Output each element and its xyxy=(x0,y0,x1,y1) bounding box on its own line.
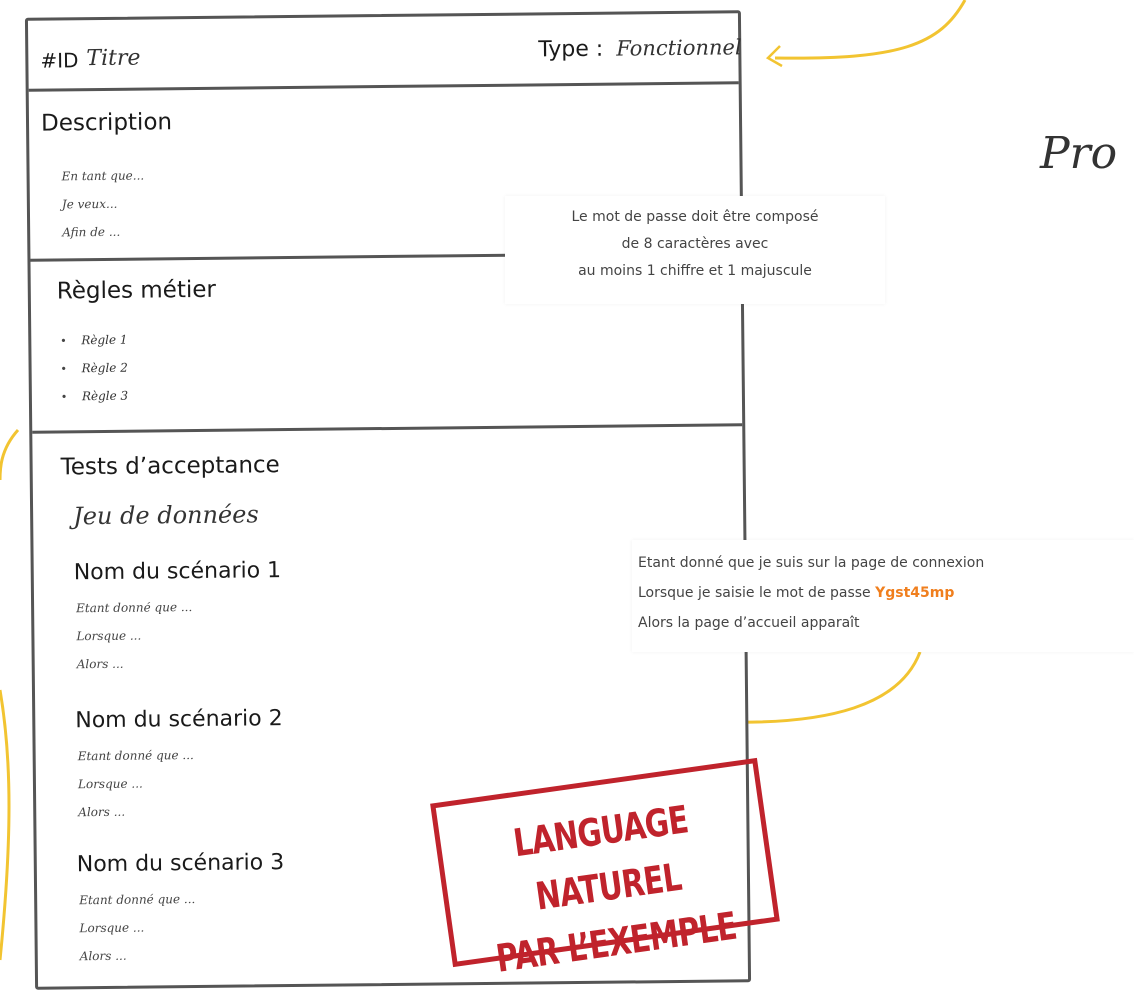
description-lines: En tant que... Je veux... Afin de ... xyxy=(61,162,145,247)
scenario-2-name: Nom du scénario 2 xyxy=(75,706,283,734)
partial-heading: Pro xyxy=(1040,128,1118,179)
list-item: •Règle 1 xyxy=(61,332,128,348)
scenario-step: Lorsque ... xyxy=(77,776,143,792)
rule-text: Règle 3 xyxy=(81,388,129,404)
scenario-3-steps: Etant donné que ... Lorsque ... Alors ..… xyxy=(79,885,196,970)
scenario-step: Etant donné que ... xyxy=(76,600,193,616)
left-edge-arrow xyxy=(0,428,20,481)
rule-text: Règle 2 xyxy=(81,360,128,376)
card-type-label: Type : xyxy=(538,36,604,63)
scenario-step: Alors ... xyxy=(76,656,124,672)
scenario-callout-then: Alors la page d’accueil apparaît xyxy=(638,615,860,631)
scenario-step: Lorsque ... xyxy=(79,920,145,936)
scenario-callout-when-text: Lorsque je saisie le mot de passe xyxy=(638,585,871,601)
scenario-step: Alors ... xyxy=(78,804,126,820)
description-line: Je veux... xyxy=(61,196,118,212)
card-title: Titre xyxy=(86,45,141,72)
scenario-callout-when: Lorsque je saisie le mot de passe Ygst45… xyxy=(638,578,1134,608)
divider-header xyxy=(28,81,739,92)
password-value: Ygst45mp xyxy=(875,585,955,601)
scenario-1-steps: Etant donné que ... Lorsque ... Alors ..… xyxy=(76,593,193,678)
scenario-step: Etant donné que ... xyxy=(77,748,194,764)
rule-text: Règle 1 xyxy=(81,332,128,348)
scenario-2-steps: Etant donné que ... Lorsque ... Alors ..… xyxy=(78,741,195,826)
rule-callout-line: de 8 caractères avec xyxy=(621,236,769,252)
card-id-label: #ID xyxy=(40,48,79,73)
scenario-1-name: Nom du scénario 1 xyxy=(73,558,282,586)
left-edge-arrow-2 xyxy=(0,689,11,961)
scenario-callout-given: Etant donné que je suis sur la page de c… xyxy=(638,555,985,571)
scenario-step: Lorsque ... xyxy=(76,628,142,644)
rule-callout-line: Le mot de passe doit être composé xyxy=(571,209,819,225)
type-arrowhead xyxy=(765,45,783,68)
business-rules-list: •Règle 1 •Règle 2 •Règle 3 xyxy=(61,326,128,411)
list-item: •Règle 2 xyxy=(61,360,128,376)
type-arrow xyxy=(774,0,967,60)
description-line: En tant que... xyxy=(61,168,145,184)
scenario-callout: Etant donné que je suis sur la page de c… xyxy=(632,540,1134,652)
divider-rules xyxy=(32,423,743,434)
card-type-value: Fonctionnel xyxy=(616,35,742,61)
acceptance-heading: Tests d’acceptance xyxy=(60,452,280,481)
rule-callout-line: au moins 1 chiffre et 1 majuscule xyxy=(578,263,812,279)
rule-callout: Le mot de passe doit être composé de 8 c… xyxy=(505,196,885,304)
business-rules-heading: Règles métier xyxy=(56,276,217,305)
scenario-step: Etant donné que ... xyxy=(79,892,196,908)
scenario-3-name: Nom du scénario 3 xyxy=(76,850,285,878)
list-item: •Règle 3 xyxy=(61,388,129,404)
dataset-label: Jeu de données xyxy=(73,500,259,531)
description-heading: Description xyxy=(40,109,173,137)
scenario-step: Alors ... xyxy=(79,948,127,964)
description-line: Afin de ... xyxy=(62,224,121,240)
